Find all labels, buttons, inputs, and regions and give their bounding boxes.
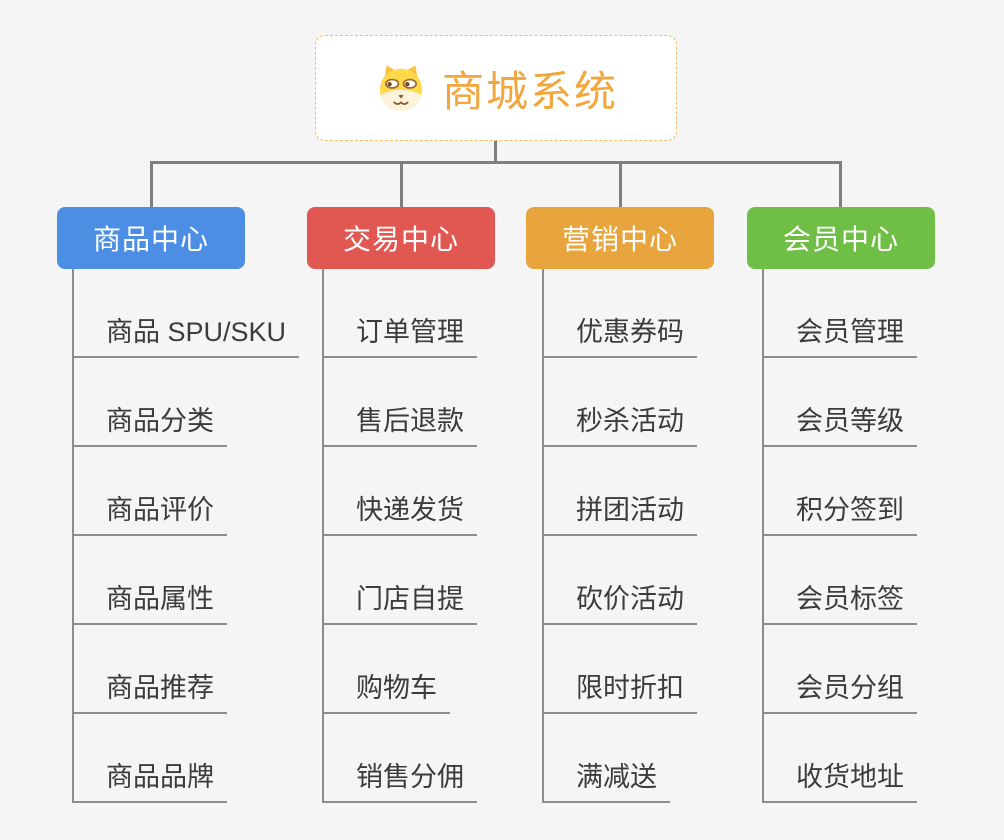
connector-horizontal	[151, 161, 842, 164]
leaf-node[interactable]: 售后退款	[324, 399, 477, 447]
leaf-node[interactable]: 商品品牌	[74, 755, 227, 803]
root-node[interactable]: 商城系统	[315, 35, 677, 141]
leaf-node[interactable]: 积分签到	[764, 488, 917, 536]
leaf-node[interactable]: 限时折扣	[544, 666, 697, 714]
root-title: 商城系统	[441, 67, 618, 115]
leaf-node[interactable]: 优惠券码	[544, 310, 697, 358]
leaf-node[interactable]: 门店自提	[324, 577, 477, 625]
leaf-node[interactable]: 会员等级	[764, 399, 917, 447]
leaf-node[interactable]: 快递发货	[324, 488, 477, 536]
branch-node-marketing[interactable]: 营销中心	[526, 207, 714, 269]
leaf-node[interactable]: 商品分类	[74, 399, 227, 447]
connector-drop-products	[150, 161, 153, 207]
branch-node-members[interactable]: 会员中心	[747, 207, 935, 269]
leaf-node[interactable]: 收货地址	[764, 755, 917, 803]
leaf-node[interactable]: 销售分佣	[324, 755, 477, 803]
dog-icon	[374, 61, 428, 115]
connector-drop-marketing	[619, 161, 622, 207]
connector-drop-trade	[400, 161, 403, 207]
connector-drop-members	[839, 161, 842, 207]
leaf-node[interactable]: 商品 SPU/SKU	[74, 310, 300, 358]
leaf-node[interactable]: 商品评价	[74, 488, 227, 536]
connector-root-drop	[494, 141, 497, 163]
leaf-column-trade: 订单管理 售后退款 快递发货 门店自提 购物车 销售分佣	[322, 269, 477, 803]
leaf-column-products: 商品 SPU/SKU 商品分类 商品评价 商品属性 商品推荐 商品品牌	[72, 269, 300, 803]
leaf-column-members: 会员管理 会员等级 积分签到 会员标签 会员分组 收货地址	[762, 269, 917, 803]
branch-node-trade[interactable]: 交易中心	[307, 207, 495, 269]
leaf-node[interactable]: 商品属性	[74, 577, 227, 625]
leaf-node[interactable]: 购物车	[324, 666, 450, 714]
leaf-node[interactable]: 会员标签	[764, 577, 917, 625]
leaf-node[interactable]: 商品推荐	[74, 666, 227, 714]
leaf-node[interactable]: 秒杀活动	[544, 399, 697, 447]
leaf-node[interactable]: 会员管理	[764, 310, 917, 358]
branch-node-products[interactable]: 商品中心	[57, 207, 245, 269]
leaf-node[interactable]: 拼团活动	[544, 488, 697, 536]
leaf-node[interactable]: 砍价活动	[544, 577, 697, 625]
leaf-node[interactable]: 订单管理	[324, 310, 477, 358]
leaf-column-marketing: 优惠券码 秒杀活动 拼团活动 砍价活动 限时折扣 满减送	[542, 269, 697, 803]
leaf-node[interactable]: 满减送	[544, 755, 670, 803]
leaf-node[interactable]: 会员分组	[764, 666, 917, 714]
